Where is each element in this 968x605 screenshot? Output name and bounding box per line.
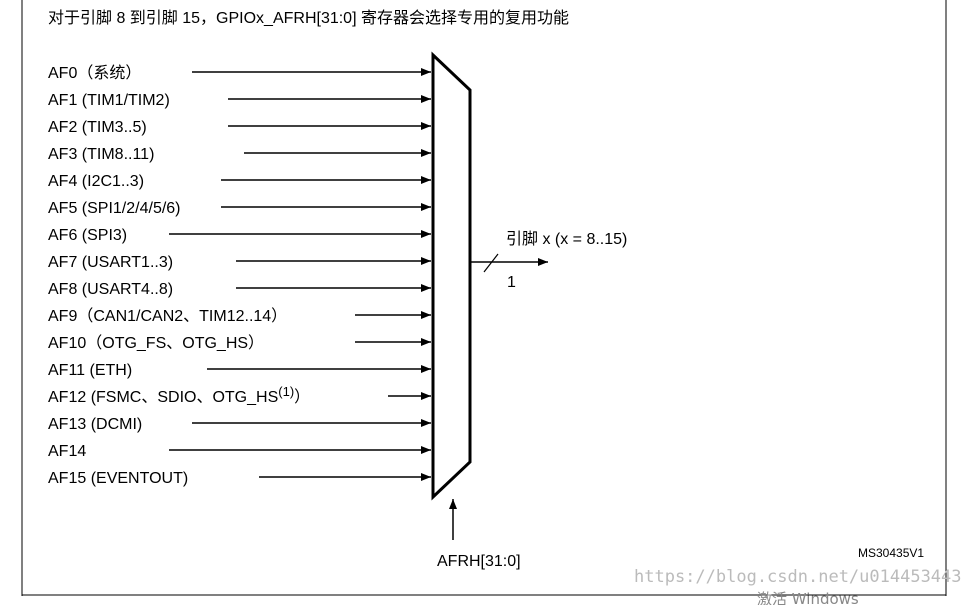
input-label-af11: AF11 (ETH): [48, 362, 132, 379]
output-label: 引脚 x (x = 8..15): [506, 230, 627, 248]
input-label-af10: AF10（OTG_FS、OTG_HS）: [48, 334, 264, 352]
input-label-af14: AF14: [48, 443, 86, 460]
input-label-af13: AF13 (DCMI): [48, 416, 142, 433]
figure-id: MS30435V1: [858, 546, 924, 560]
select-label: AFRH[31:0]: [437, 553, 521, 570]
input-label-af4: AF4 (I2C1..3): [48, 173, 144, 190]
input-label-af9: AF9（CAN1/CAN2、TIM12..14）: [48, 307, 287, 325]
label-suffix: ）: [294, 388, 310, 406]
multiplexer: [431, 51, 472, 501]
input-label-af5: AF5 (SPI1/2/4/5/6): [48, 200, 181, 217]
input-label-af7: AF7 (USART1..3): [48, 254, 173, 271]
input-label-af0: AF0（系统）: [48, 64, 141, 82]
activate-windows-overlay: 激活 Windows: [757, 590, 859, 605]
input-label-af2: AF2 (TIM3..5): [48, 119, 147, 136]
footnote-mark: (1): [278, 384, 294, 399]
input-label-af1: AF1 (TIM1/TIM2): [48, 92, 170, 109]
input-label-af8: AF8 (USART4..8): [48, 281, 173, 298]
watermark: https://blog.csdn.net/u014453443: [634, 567, 962, 587]
input-label-af3: AF3 (TIM8..11): [48, 146, 154, 163]
input-label-af6: AF6 (SPI3): [48, 227, 127, 244]
input-label-af12: AF12 (FSMC、SDIO、OTG_HS(1)）: [48, 384, 310, 406]
input-label-af15: AF15 (EVENTOUT): [48, 470, 188, 487]
bus-width: 1: [507, 274, 516, 291]
bus-slash: [483, 253, 499, 273]
diagram-title: 对于引脚 8 到引脚 15，GPIOx_AFRH[31:0] 寄存器会选择专用的…: [48, 9, 569, 27]
